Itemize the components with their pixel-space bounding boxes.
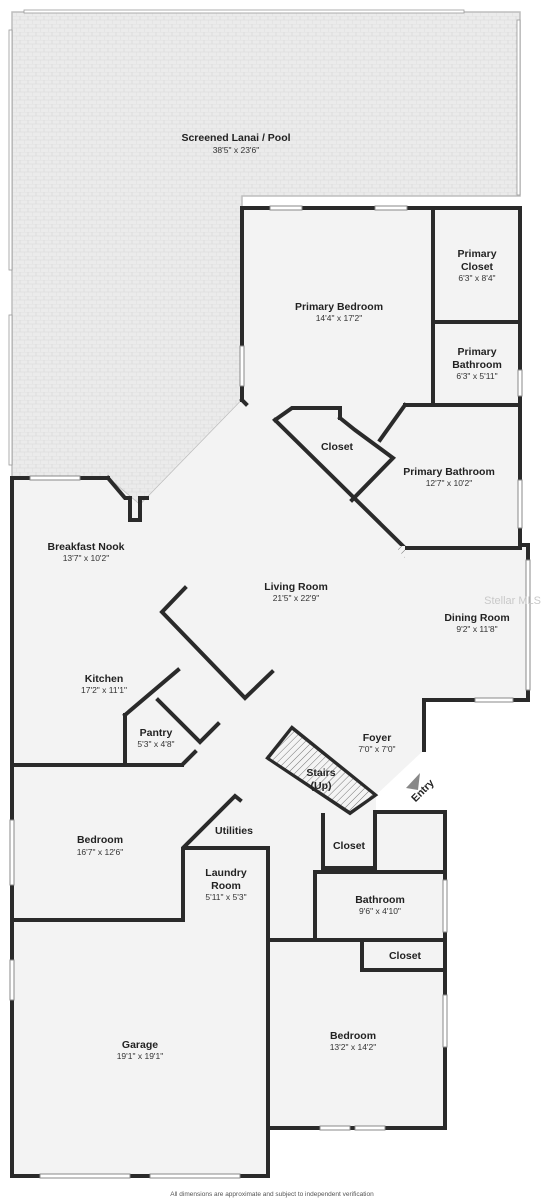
primary-bath-small-dims: 6'3" x 5'11" — [456, 371, 497, 381]
closet-right-name: Closet — [389, 950, 422, 962]
laundry-name1: Laundry — [205, 867, 247, 879]
closet-primary-name: Closet — [321, 441, 354, 453]
room-labels: Screened Lanai / Pool 38'5" x 23'6" Prim… — [47, 132, 509, 1061]
dining-room-dims: 9'2" x 11'8" — [456, 624, 497, 634]
breakfast-nook-name: Breakfast Nook — [47, 541, 124, 553]
utilities-name: Utilities — [215, 825, 253, 837]
living-room-dims: 21'5" x 22'9" — [273, 593, 320, 603]
pantry-dims: 5'3" x 4'8" — [137, 739, 174, 749]
primary-closet-name1: Primary — [457, 248, 496, 260]
footer-disclaimer: All dimensions are approximate and subje… — [170, 1191, 374, 1198]
garage-name: Garage — [122, 1039, 158, 1051]
corner-hatch — [395, 546, 405, 558]
lanai-name: Screened Lanai / Pool — [181, 132, 290, 144]
dining-room-name: Dining Room — [444, 612, 509, 624]
stairs-name1: Stairs — [306, 767, 335, 779]
garage-dims: 19'1" x 19'1" — [117, 1051, 164, 1061]
bedroom-left-name: Bedroom — [77, 834, 123, 846]
primary-closet-dims: 6'3" x 8'4" — [458, 273, 495, 283]
laundry-dims: 5'11" x 5'3" — [205, 892, 246, 902]
foyer-dims: 7'0" x 7'0" — [358, 744, 395, 754]
windows — [9, 205, 531, 1179]
living-room-name: Living Room — [264, 581, 328, 593]
watermark: Stellar MLS — [484, 595, 541, 607]
closet-center-name: Closet — [333, 840, 366, 852]
stairs-hatch — [270, 730, 373, 811]
primary-bath-small-name2: Bathroom — [452, 359, 502, 371]
bedroom-right-dims: 13'2" x 14'2" — [330, 1042, 377, 1052]
primary-bedroom-name: Primary Bedroom — [295, 301, 383, 313]
bedroom-right-name: Bedroom — [330, 1030, 376, 1042]
primary-closet-name2: Closet — [461, 261, 494, 273]
pantry-name: Pantry — [140, 727, 173, 739]
bathroom-dims: 9'6" x 4'10" — [359, 906, 401, 916]
foyer-name: Foyer — [363, 732, 392, 744]
laundry-name2: Room — [211, 880, 241, 892]
primary-bedroom-dims: 14'4" x 17'2" — [316, 313, 363, 323]
breakfast-nook-dims: 13'7" x 10'2" — [63, 553, 110, 563]
bedroom-left-dims: 16'7" x 12'6" — [77, 847, 124, 857]
kitchen-dims: 17'2" x 11'1" — [81, 685, 127, 695]
primary-bathroom-name: Primary Bathroom — [403, 466, 495, 478]
bathroom-name: Bathroom — [355, 894, 405, 906]
entry-arrow-icon — [406, 773, 420, 790]
lanai-dims: 38'5" x 23'6" — [213, 145, 260, 155]
kitchen-name: Kitchen — [85, 673, 124, 685]
stairs-name2: (Up) — [311, 780, 332, 792]
primary-bath-small-name1: Primary — [457, 346, 496, 358]
house-floor — [12, 208, 528, 1176]
primary-bathroom-dims: 12'7" x 10'2" — [426, 478, 473, 488]
